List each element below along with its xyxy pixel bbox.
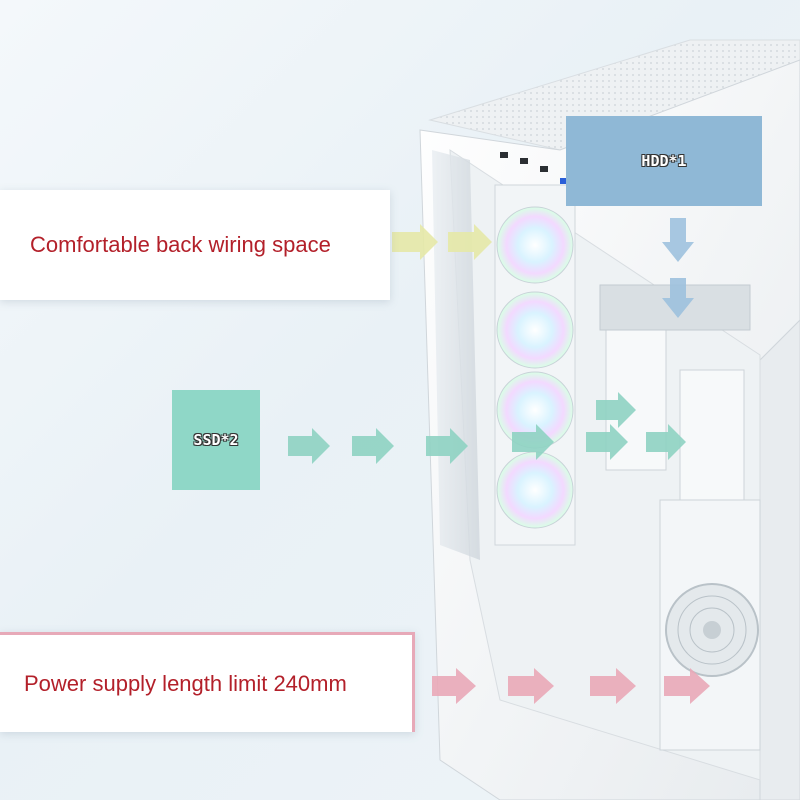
ssd-badge: SSD*2 — [172, 390, 260, 490]
psu-fan-hub — [703, 621, 721, 639]
io-port — [560, 178, 568, 184]
glass-side-panel — [432, 150, 480, 560]
hdd-arrows — [662, 218, 694, 318]
power-arrows — [432, 668, 710, 704]
ssd-arrows — [288, 392, 686, 464]
case-top-panel — [428, 39, 800, 151]
power-supply-label: Power supply length limit 240mm — [0, 632, 415, 732]
rgb-fan — [496, 451, 574, 529]
rgb-fan — [496, 291, 574, 369]
case-right-panel — [759, 319, 800, 800]
ssd-bracket — [679, 369, 745, 511]
hdd-badge: HDD*1 — [566, 116, 762, 206]
psu-fan-grill — [677, 595, 747, 665]
io-port — [500, 152, 508, 158]
psu-fan-grill — [689, 607, 735, 653]
io-port — [540, 166, 548, 172]
io-port — [520, 158, 528, 164]
wiring-arrows — [392, 224, 492, 260]
rgb-fan — [496, 206, 574, 284]
wiring-space-label: Comfortable back wiring space — [0, 190, 390, 300]
